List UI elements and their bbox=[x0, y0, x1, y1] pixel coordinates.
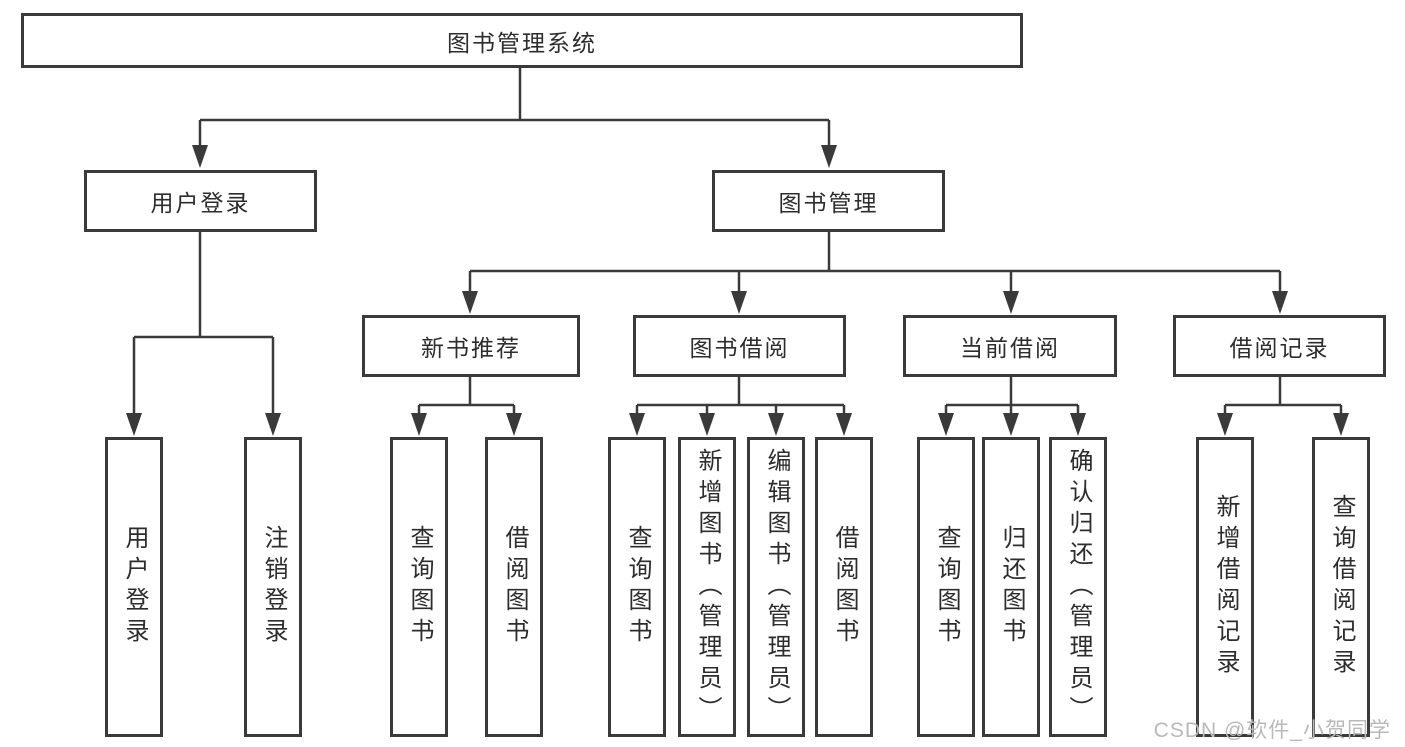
leaf-return-books: 归还图书 bbox=[982, 437, 1040, 737]
leaf-return-books-label: 归还图书 bbox=[998, 525, 1025, 649]
connector-root-to-level2 bbox=[192, 68, 837, 168]
leaf-query-books-recommend-label: 查询图书 bbox=[406, 525, 433, 649]
leaf-borrow-books-recommend: 借阅图书 bbox=[485, 437, 543, 737]
leaf-confirm-return-admin: 确认归还（管理员） bbox=[1049, 437, 1107, 737]
node-new-book-recommend-label: 新书推荐 bbox=[421, 335, 521, 361]
node-root: 图书管理系统 bbox=[21, 13, 1023, 68]
leaf-query-books-recommend: 查询图书 bbox=[390, 437, 448, 737]
node-user-login: 用户登录 bbox=[84, 170, 317, 232]
connector-book-management-to-level3 bbox=[462, 232, 1288, 314]
leaf-edit-books-admin: 编辑图书（管理员） bbox=[747, 437, 805, 737]
node-root-label: 图书管理系统 bbox=[447, 29, 597, 56]
leaf-query-books-current: 查询图书 bbox=[917, 437, 975, 737]
node-borrow-records: 借阅记录 bbox=[1173, 315, 1386, 377]
leaf-user-login-label: 用户登录 bbox=[121, 525, 148, 649]
leaf-edit-books-admin-label: 编辑图书（管理员） bbox=[763, 447, 790, 727]
connector-current-borrow-group bbox=[938, 377, 1086, 436]
connector-book-borrow-group bbox=[629, 377, 852, 436]
leaf-logout-login-label: 注销登录 bbox=[260, 525, 287, 649]
leaf-borrow-books-label: 借阅图书 bbox=[831, 525, 858, 649]
node-book-management-label: 图书管理 bbox=[778, 190, 879, 216]
connector-borrow-records-group bbox=[1217, 377, 1349, 436]
node-borrow-records-label: 借阅记录 bbox=[1229, 335, 1330, 361]
connector-user-login-group bbox=[126, 232, 281, 436]
leaf-query-books-current-label: 查询图书 bbox=[933, 525, 960, 649]
node-current-borrow-label: 当前借阅 bbox=[960, 335, 1060, 361]
leaf-add-books-admin: 新增图书（管理员） bbox=[678, 437, 736, 737]
leaf-add-borrow-record-label: 新增借阅记录 bbox=[1212, 494, 1239, 680]
leaf-query-books-borrow: 查询图书 bbox=[608, 437, 666, 737]
node-book-borrow-label: 图书借阅 bbox=[689, 335, 790, 361]
node-current-borrow: 当前借阅 bbox=[903, 315, 1117, 377]
node-book-borrow: 图书借阅 bbox=[633, 315, 846, 377]
leaf-borrow-books-recommend-label: 借阅图书 bbox=[501, 525, 528, 649]
node-new-book-recommend: 新书推荐 bbox=[362, 315, 580, 377]
leaf-user-login: 用户登录 bbox=[105, 437, 163, 737]
leaf-borrow-books: 借阅图书 bbox=[815, 437, 873, 737]
node-user-login-label: 用户登录 bbox=[150, 190, 251, 216]
watermark: CSDN @软件_小贺同学 bbox=[1153, 719, 1391, 742]
leaf-query-books-borrow-label: 查询图书 bbox=[624, 525, 651, 649]
leaf-confirm-return-admin-label: 确认归还（管理员） bbox=[1065, 447, 1092, 727]
leaf-query-borrow-record: 查询借阅记录 bbox=[1312, 437, 1370, 737]
leaf-add-books-admin-label: 新增图书（管理员） bbox=[694, 447, 721, 727]
node-book-management: 图书管理 bbox=[712, 170, 945, 232]
leaf-logout-login: 注销登录 bbox=[244, 437, 302, 737]
connector-new-book-recommend-group bbox=[411, 377, 522, 436]
leaf-add-borrow-record: 新增借阅记录 bbox=[1196, 437, 1254, 737]
leaf-query-borrow-record-label: 查询借阅记录 bbox=[1328, 494, 1355, 680]
